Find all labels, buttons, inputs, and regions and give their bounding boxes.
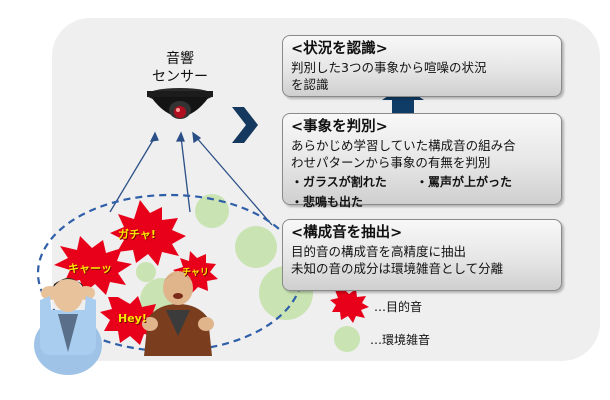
step-title: <事象を判別> (291, 119, 388, 135)
noise-circle (235, 226, 277, 268)
sound-text-gacha: ガチャ! (118, 228, 156, 241)
legend-target-sound: …目的音 (374, 300, 423, 314)
sound-text-kya: キャーッ (68, 262, 112, 275)
step-text: わせパターンから事象の有無を判別 (291, 155, 491, 170)
legend-burst-icon (330, 288, 369, 323)
sensor-label-line2: センサー (152, 69, 208, 85)
legend-noise-circle (334, 326, 360, 352)
step-judge-events: <事象を判別> あらかじめ学習していた構成音の組み合 わせパターンから事象の有無… (282, 113, 562, 209)
arrow-to-sensor (109, 136, 156, 213)
step-extract-components: <構成音を抽出> 目的音の構成音を高精度に抽出 未知の音の成分は環境雑音として分… (282, 219, 562, 291)
step-title: <構成音を抽出> (291, 225, 403, 241)
chevron-right-icon (232, 107, 258, 143)
acoustic-sensor-icon (147, 88, 213, 119)
step-recognize-situation: <状況を認識> 判別した3つの事象から喧噪の状況 を認識 (282, 35, 562, 97)
sound-text-hey: Hey! (118, 312, 147, 325)
step-text: 目的音の構成音を高精度に抽出 (291, 244, 467, 259)
arrow-to-sensor (180, 136, 191, 213)
person-shouting (142, 271, 214, 356)
noise-circle (195, 194, 229, 228)
step-text: を認識 (291, 77, 329, 92)
step-text: あらかじめ学習していた構成音の組み合 (291, 138, 516, 153)
noise-circle (136, 262, 156, 282)
legend-ambient-noise: …環境雑音 (370, 333, 431, 347)
step-text: 判別した3つの事象から喧噪の状況 (291, 60, 487, 75)
event-bullet: ・ガラスが割れた (291, 175, 387, 189)
step-text: 未知の音の成分は環境雑音として分離 (291, 261, 504, 276)
burst-gacha (110, 200, 186, 266)
sensor-label-line1: 音響 (166, 51, 194, 67)
event-bullet: ・悲鳴も出た (291, 195, 364, 209)
person-covering-ears (34, 278, 102, 375)
sound-text-chari: チャリ (182, 268, 209, 278)
step-title: <状況を認識> (291, 41, 388, 57)
arrow-to-sensor (195, 136, 273, 226)
event-bullet: ・罵声が上がった (416, 175, 513, 189)
sensor-label: 音響 センサー (135, 50, 225, 86)
